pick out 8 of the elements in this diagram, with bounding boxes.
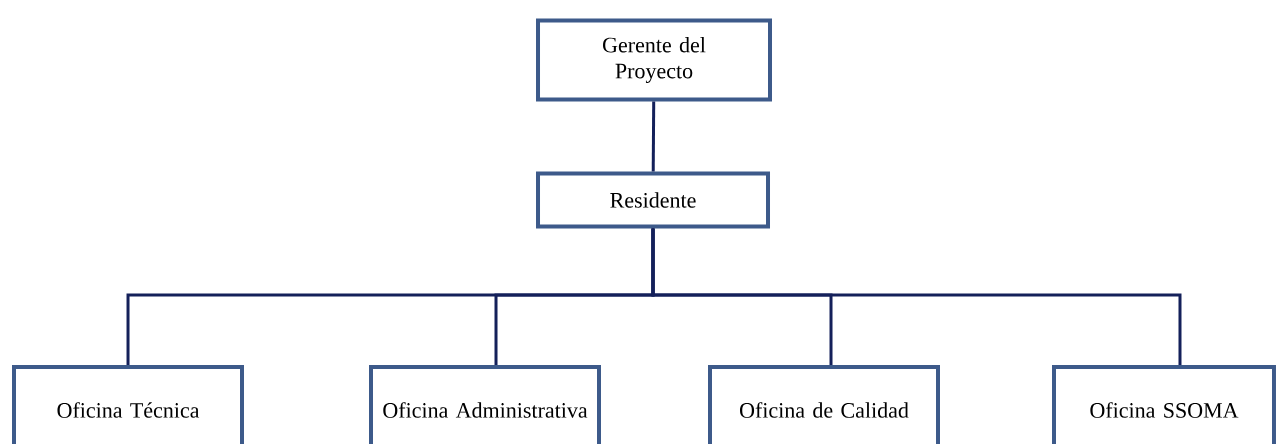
org-box: Gerente del Proyecto [536,18,772,102]
org-box: Residente [536,171,770,229]
connector-line [651,101,656,172]
org-box: Oficina Técnica [12,365,244,444]
org-box: Oficina de Calidad [708,365,940,444]
org-box: Oficina Administrativa [369,365,601,444]
connector-line [651,228,1182,365]
org-box: Oficina SSOMA [1052,365,1276,444]
